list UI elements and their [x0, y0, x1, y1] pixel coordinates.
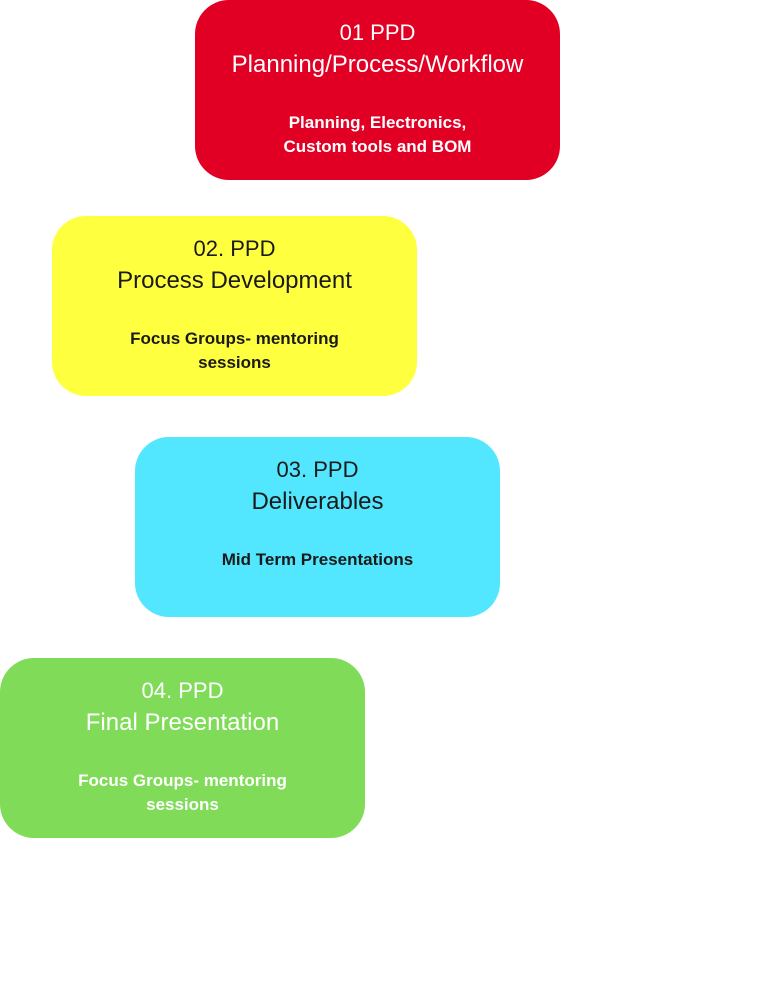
stage-description-line: Focus Groups- mentoring — [130, 329, 339, 348]
stage-description-line: Focus Groups- mentoring — [78, 771, 287, 790]
stage-number: 03. PPD — [276, 457, 359, 482]
stage-title: Planning/Process/Workflow — [231, 51, 524, 78]
stage-number: 01 PPD — [339, 20, 416, 45]
stage-description: Mid Term Presentations — [178, 548, 458, 572]
stage-card-03: 03. PPD Deliverables Mid Term Presentati… — [135, 437, 500, 617]
stage-title: Final Presentation — [85, 709, 280, 736]
stage-description: Focus Groups- mentoring sessions — [95, 327, 375, 375]
stage-number: 04. PPD — [141, 678, 224, 703]
stage-card-04: 04. PPD Final Presentation Focus Groups-… — [0, 658, 365, 838]
stage-description: Focus Groups- mentoring sessions — [43, 769, 323, 817]
stage-card-02: 02. PPD Process Development Focus Groups… — [52, 216, 417, 396]
stage-description-line: sessions — [198, 353, 271, 372]
stage-description-line: Custom tools and BOM — [283, 137, 472, 156]
stage-description-line: Mid Term Presentations — [221, 550, 414, 569]
stage-description-line: sessions — [146, 795, 219, 814]
stage-description-line: Planning, Electronics, — [288, 113, 467, 132]
stage-title: Process Development — [117, 267, 352, 294]
stage-title: Deliverables — [251, 488, 384, 515]
stage-number: 02. PPD — [193, 236, 276, 261]
stage-card-01: 01 PPD Planning/Process/Workflow Plannin… — [195, 0, 560, 180]
stage-description: Planning, Electronics, Custom tools and … — [238, 111, 518, 159]
